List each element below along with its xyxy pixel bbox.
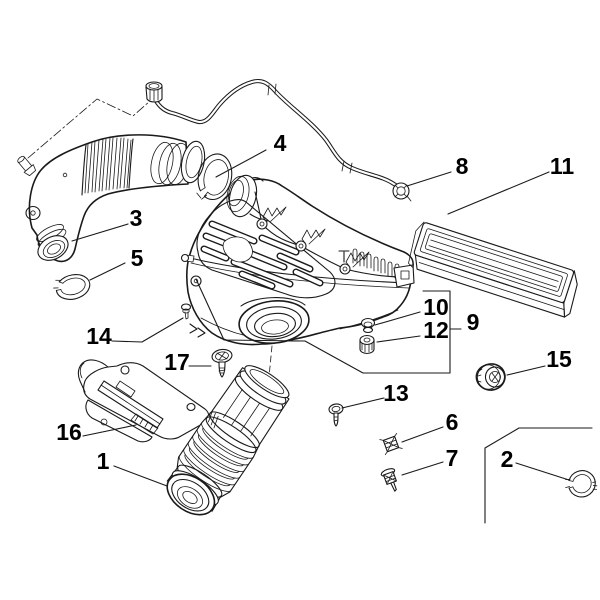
leader-3 <box>71 223 129 242</box>
callout-3: 3 <box>130 205 143 231</box>
grommet-10 <box>360 317 376 334</box>
cover-ribs <box>200 220 324 290</box>
callout-2: 2 <box>501 446 514 472</box>
leader-11 <box>447 171 550 215</box>
callout-16: 16 <box>56 419 82 445</box>
vapor-pipe <box>145 78 412 202</box>
leader-12 <box>376 335 421 343</box>
leader-4 <box>215 149 267 178</box>
clip-screw-7 <box>380 468 397 492</box>
bracket-9 <box>195 278 451 374</box>
heat-shield-bracket <box>77 359 210 443</box>
duct-nipple-fitting <box>17 155 37 177</box>
outlet-port <box>238 297 310 345</box>
clip-nut-6 <box>379 433 403 455</box>
corrugated-intake-duct <box>166 365 290 516</box>
clip-chevrons <box>189 323 206 338</box>
cap-15 <box>475 363 506 391</box>
screw-17 <box>211 348 233 378</box>
callout-8: 8 <box>456 153 469 179</box>
air-filter-element <box>408 221 578 318</box>
screw-14 <box>180 303 192 320</box>
leader-13 <box>341 397 385 409</box>
callout-15: 15 <box>546 346 572 372</box>
callout-11: 11 <box>550 153 575 179</box>
leader-10 <box>374 311 421 326</box>
hose-clamp-5 <box>53 274 91 300</box>
leader-14 <box>111 317 184 343</box>
callout-17: 17 <box>164 349 190 375</box>
leader-16 <box>82 424 137 437</box>
callout-10: 10 <box>423 294 449 320</box>
callout-6: 6 <box>446 409 459 435</box>
leader-1 <box>113 465 168 487</box>
callout-13: 13 <box>383 380 409 406</box>
callout-7: 7 <box>446 445 459 471</box>
pipe-end-connector <box>392 182 412 202</box>
air-cleaner-housing <box>180 174 415 378</box>
intake-elbow-duct <box>17 134 206 263</box>
leader-5 <box>89 262 126 281</box>
pipe-top-fitting <box>145 81 163 103</box>
callout-4: 4 <box>274 130 287 156</box>
inlet-horn <box>226 174 269 222</box>
leader-6 <box>401 426 444 443</box>
callout-1: 1 <box>97 448 110 474</box>
centerline-dashdot <box>27 98 151 159</box>
callout-9: 9 <box>467 309 480 335</box>
leader-8 <box>406 171 452 187</box>
cover-clip-bosses <box>256 206 370 275</box>
screw-13 <box>328 403 344 427</box>
bushing-12 <box>359 334 375 355</box>
leader-lines <box>71 149 593 524</box>
leader-2 <box>515 462 570 481</box>
bracket-2 <box>484 427 593 524</box>
hose-clamp-4 <box>196 153 233 201</box>
callout-14: 14 <box>86 323 112 349</box>
callout-labels: 1 2 3 4 5 6 7 8 9 10 11 12 13 14 15 16 1… <box>56 130 574 474</box>
leader-7 <box>401 461 444 476</box>
callout-12: 12 <box>423 317 449 343</box>
callout-5: 5 <box>131 245 144 271</box>
leader-15 <box>506 365 546 376</box>
